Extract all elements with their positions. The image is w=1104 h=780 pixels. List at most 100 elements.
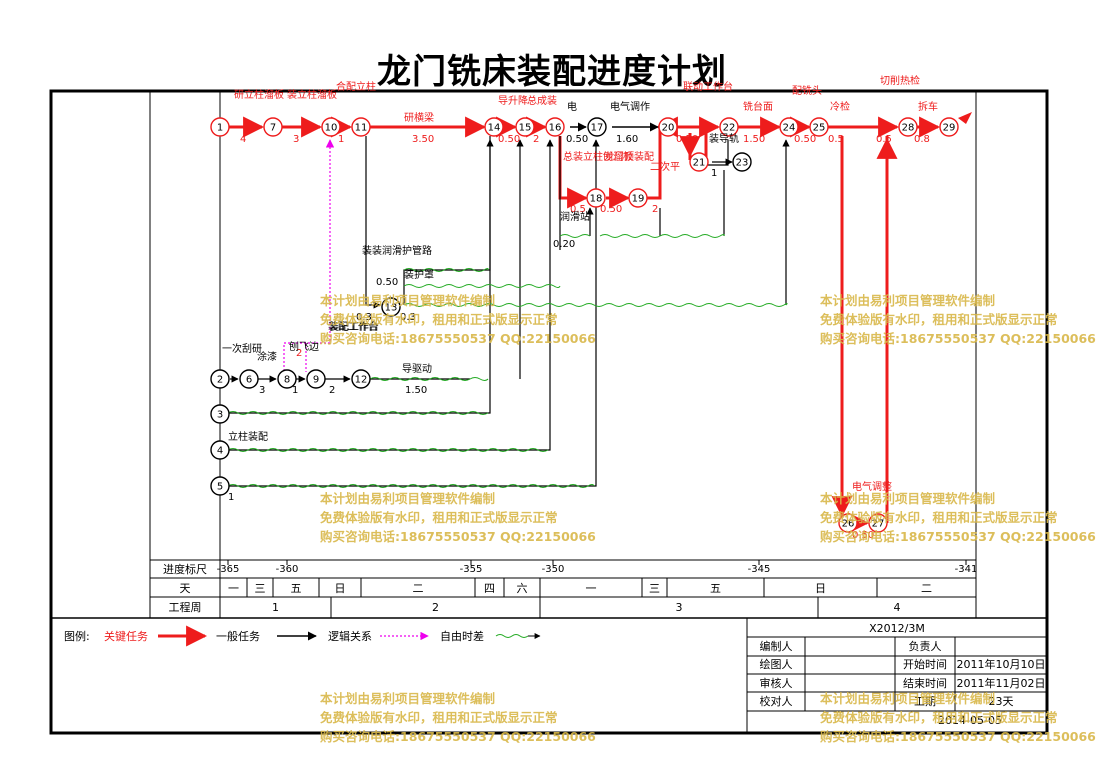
event-node-11: 11 (351, 117, 371, 137)
node-number: 29 (943, 123, 956, 134)
event-node-23: 23 (732, 152, 752, 172)
info-cell: 开始时间 (903, 657, 947, 671)
node-number: 28 (902, 123, 915, 134)
float-wave (369, 377, 489, 381)
info-cell: 绘图人 (760, 657, 793, 671)
node-number: 26 (842, 519, 855, 530)
task-label: 装护罩 (404, 268, 434, 281)
event-node-18: 18 (586, 188, 606, 208)
task-duration: 1.50 (405, 385, 427, 396)
info-cell: 负责人 (909, 639, 942, 653)
task-duration: 0.50 (794, 134, 816, 145)
task-duration: 0.50 (600, 204, 622, 215)
task-duration: 0.5 (828, 134, 844, 145)
task-label: 立柱装配 (228, 430, 268, 443)
task-duration: 0.20 (553, 239, 575, 250)
task-label: 装导轨 (709, 132, 739, 145)
event-node-21: 21 (689, 152, 709, 172)
node-number: 6 (246, 375, 252, 386)
week-cell: 1 (272, 601, 279, 614)
node-number: 12 (355, 375, 368, 386)
watermark: 本计划由易利项目管理软件编制免费体验版有水印，租用和正式版显示正常购买咨询电话:… (320, 293, 596, 346)
task-label: 配铣头 (792, 84, 822, 97)
event-node-9: 9 (306, 369, 326, 389)
float-wave (227, 448, 549, 452)
event-node-28: 28 (898, 117, 918, 137)
task-duration: 0.50 (676, 134, 698, 145)
node-number: 25 (813, 123, 826, 134)
info-cell: 编制人 (760, 639, 793, 653)
node-number: 18 (590, 194, 603, 205)
logic-links (228, 136, 790, 487)
node-number: 16 (549, 123, 562, 134)
task-duration: 0.50 (566, 134, 588, 145)
task-duration: 0.3 (400, 312, 416, 323)
day-cell: 二 (413, 582, 424, 595)
task-label: 电气调作 (610, 100, 650, 113)
info-cell: 审核人 (760, 676, 793, 690)
float-wave (227, 484, 595, 488)
task-label: 导升降 (498, 94, 528, 107)
event-node-2: 2 (210, 369, 230, 389)
node-number: 10 (325, 123, 338, 134)
legend-float-label: 自由时差 (440, 629, 484, 643)
node-number: 7 (270, 123, 276, 134)
node-number: 14 (488, 123, 501, 134)
task-duration: 3 (259, 385, 265, 396)
task-label: 刨飞边 (289, 340, 319, 353)
day-cell: 一 (228, 582, 239, 595)
legend-logic-label: 逻辑关系 (328, 629, 372, 643)
node-number: 15 (519, 123, 532, 134)
task-duration: 0.5 (876, 134, 892, 145)
float-wave (599, 234, 725, 238)
node-number: 3 (217, 410, 223, 421)
task-label: 研横梁 (404, 111, 434, 124)
event-node-6: 6 (239, 369, 259, 389)
task-duration: 1.60 (616, 134, 638, 145)
day-cell: 日 (815, 582, 826, 595)
task-duration: 0.50 (498, 134, 520, 145)
day-cell: 五 (710, 582, 721, 595)
finish-flag-icon (958, 112, 972, 124)
node-number: 2 (217, 375, 223, 386)
day-cell: 三 (649, 582, 660, 595)
float-wave (227, 411, 489, 415)
task-duration: 1 (711, 168, 717, 179)
event-node-22: 22 (719, 117, 739, 137)
float-wave (403, 303, 788, 307)
node-number: 27 (872, 519, 885, 530)
event-node-15: 15 (515, 117, 535, 137)
event-node-14: 14 (484, 117, 504, 137)
event-node-13: 13 (381, 297, 401, 317)
node-number: 20 (662, 123, 675, 134)
task-duration: 3.50 (412, 134, 434, 145)
task-duration: 1.50 (743, 134, 765, 145)
day-cell: 二 (921, 582, 932, 595)
task-duration: 2 (296, 348, 302, 359)
task-label: 龙门顶装配 (604, 150, 654, 163)
task-label: 联动工作台 (683, 80, 733, 93)
event-node-3: 3 (210, 404, 230, 424)
float-wave (403, 268, 489, 272)
legend-wave-line (495, 634, 529, 638)
task-label: 总装立柱刨溜板 (563, 150, 633, 163)
free-float-waves (227, 234, 788, 488)
task-label: 润滑站 (560, 210, 590, 223)
task-duration: 0.50 (852, 530, 874, 541)
watermark: 本计划由易利项目管理软件编制免费体验版有水印，租用和正式版显示正常购买咨询电话:… (820, 491, 1096, 544)
watermark: 本计划由易利项目管理软件编制免费体验版有水印，租用和正式版显示正常购买咨询电话:… (820, 691, 1096, 744)
event-node-20: 20 (658, 117, 678, 137)
scale-tick-label: -360 (276, 564, 299, 575)
event-node-19: 19 (628, 188, 648, 208)
event-node-29: 29 (939, 117, 959, 137)
info-cell: 工期 (914, 695, 936, 708)
watermark: 本计划由易利项目管理软件编制免费体验版有水印，租用和正式版显示正常购买咨询电话:… (320, 691, 596, 744)
task-label: 铣台面 (743, 100, 773, 113)
task-label: 研立柱溜板 (234, 88, 284, 101)
info-cell: 23天 (989, 695, 1014, 708)
task-label: 一次刮研 (222, 342, 262, 355)
event-node-12: 12 (351, 369, 371, 389)
event-node-17: 17 (587, 117, 607, 137)
scale-tick-label: -365 (217, 564, 240, 575)
